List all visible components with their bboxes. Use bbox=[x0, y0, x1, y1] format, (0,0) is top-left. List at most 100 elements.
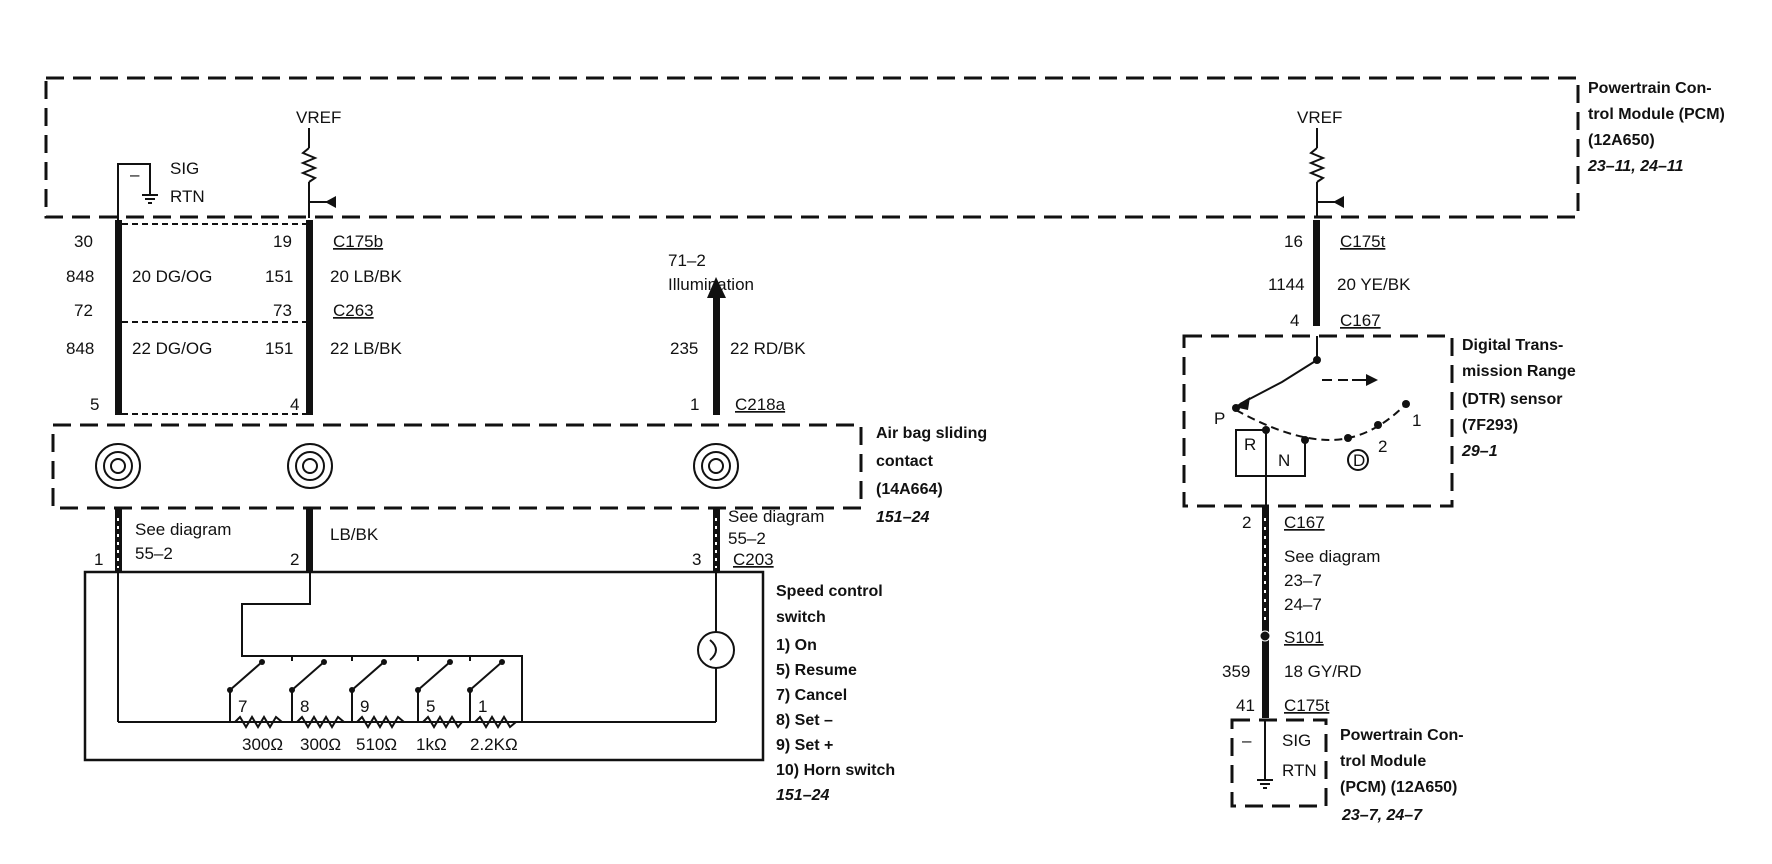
pin-73: 73 bbox=[273, 301, 292, 320]
speed-switch-title-1: Speed control bbox=[776, 583, 883, 600]
ckt-359: 359 bbox=[1222, 662, 1250, 681]
ckt-151-b: 151 bbox=[265, 339, 293, 358]
clockspring-3 bbox=[693, 443, 739, 489]
res-300b: 300Ω bbox=[300, 735, 341, 754]
sig-label-bottom: SIG bbox=[1282, 731, 1311, 750]
airbag-box bbox=[51, 423, 863, 510]
dtr-conn-c175t: C175t bbox=[1340, 232, 1386, 251]
switch-num-5: 5 bbox=[426, 697, 435, 716]
switch-num-1: 1 bbox=[478, 697, 487, 716]
wire-151-b: 22 LB/BK bbox=[330, 339, 402, 358]
dtr-pos-d: D bbox=[1353, 451, 1365, 470]
illum-label: Illumination bbox=[668, 275, 754, 294]
vref-left: VREF bbox=[296, 108, 341, 218]
dtr-pos-r: R bbox=[1244, 435, 1256, 454]
pcm-bottom-title-2: trol Module bbox=[1340, 753, 1426, 770]
speed-item-1: 1) On bbox=[776, 637, 817, 654]
sig-minus-top: – bbox=[130, 165, 140, 184]
speed-switch-title-2: switch bbox=[776, 609, 826, 626]
dtr-see-ref-2: 24–7 bbox=[1284, 595, 1322, 614]
ckt-1144: 1144 bbox=[1268, 275, 1305, 294]
lamp-symbol bbox=[697, 631, 735, 669]
wire-848-a: 20 DG/OG bbox=[132, 267, 212, 286]
speed-switch-ref: 151–24 bbox=[776, 787, 829, 804]
wire-1144-label: 20 YE/BK bbox=[1337, 275, 1411, 294]
illum-pin-1: 1 bbox=[690, 395, 699, 414]
pin-19: 19 bbox=[273, 232, 292, 251]
ckt-235: 235 bbox=[670, 339, 698, 358]
res-510: 510Ω bbox=[356, 735, 397, 754]
clockspring-1 bbox=[95, 443, 141, 489]
conn-c175b: C175b bbox=[333, 232, 383, 251]
ckt-848-b: 848 bbox=[66, 339, 94, 358]
switch-num-8: 8 bbox=[300, 697, 309, 716]
dtr-title-2: mission Range bbox=[1462, 363, 1576, 380]
airbag-title-2: contact bbox=[876, 453, 934, 470]
dtr-title-3: (DTR) sensor bbox=[1462, 391, 1562, 408]
speed-item-5: 5) Resume bbox=[776, 662, 857, 679]
vref-left-label: VREF bbox=[296, 108, 341, 127]
switch-num-7: 7 bbox=[238, 697, 247, 716]
dtr-see-ref-1: 23–7 bbox=[1284, 571, 1322, 590]
dtr-lower-pin-2: 2 bbox=[1242, 513, 1251, 532]
sig-label-top: SIG bbox=[170, 159, 199, 178]
dtr-title-4: (7F293) bbox=[1462, 417, 1518, 434]
dtr-pin-4: 4 bbox=[1290, 311, 1299, 330]
wire-848 bbox=[115, 220, 122, 415]
pcm-bottom-title-3: (PCM) (12A650) bbox=[1340, 779, 1457, 796]
c203-pin-3: 3 bbox=[692, 550, 701, 569]
res-2k2: 2.2KΩ bbox=[470, 735, 518, 754]
rtn-label-bottom: RTN bbox=[1282, 761, 1317, 780]
dtr-see-diagram: See diagram bbox=[1284, 547, 1380, 566]
dtr-title-1: Digital Trans- bbox=[1462, 337, 1563, 354]
dtr-lower-conn-c167: C167 bbox=[1284, 513, 1325, 532]
pcm-top-title-2: trol Module (PCM) bbox=[1588, 106, 1725, 123]
illum-ref: 71–2 bbox=[668, 251, 706, 270]
ckt-848-a: 848 bbox=[66, 267, 94, 286]
c203-pin-2: 2 bbox=[290, 550, 299, 569]
dtr-lower-pin-41: 41 bbox=[1236, 696, 1255, 715]
splice-s101 bbox=[1259, 630, 1271, 642]
res-1k: 1kΩ bbox=[416, 735, 447, 754]
wire-359-label: 18 GY/RD bbox=[1284, 662, 1361, 681]
wire-151 bbox=[306, 220, 313, 415]
pin-30: 30 bbox=[74, 232, 93, 251]
pcm-top-title-1: Powertrain Con- bbox=[1588, 80, 1712, 97]
conn-c218a: C218a bbox=[735, 395, 786, 414]
conn-c263: C263 bbox=[333, 301, 374, 320]
airbag-title-3: (14A664) bbox=[876, 481, 943, 498]
wire-airbag-2 bbox=[306, 508, 313, 572]
speed-item-8: 8) Set – bbox=[776, 712, 833, 729]
switch-blades bbox=[227, 659, 505, 693]
airbag-ref: 151–24 bbox=[876, 509, 929, 526]
dtr-conn-c167: C167 bbox=[1340, 311, 1381, 330]
splice-s101-label: S101 bbox=[1284, 628, 1324, 647]
pcm-bottom-title-1: Powertrain Con- bbox=[1340, 727, 1464, 744]
pcm-bottom-box bbox=[1230, 718, 1328, 808]
wire-235-label: 22 RD/BK bbox=[730, 339, 806, 358]
dtr-pos-p: P bbox=[1214, 409, 1225, 428]
pin-4: 4 bbox=[290, 395, 299, 414]
clockspring-2 bbox=[287, 443, 333, 489]
conn-c203: C203 bbox=[733, 550, 774, 569]
rtn-label-top: RTN bbox=[170, 187, 205, 206]
resistor-ladder bbox=[234, 715, 517, 729]
vref-right-label: VREF bbox=[1297, 108, 1342, 127]
wire-dtr-lower bbox=[1262, 506, 1269, 718]
wire-1144 bbox=[1313, 220, 1320, 326]
see-diagram-right: See diagram bbox=[728, 507, 824, 526]
speed-item-10: 10) Horn switch bbox=[776, 762, 895, 779]
wire-airbag-3 bbox=[713, 508, 720, 572]
see-diagram-left-ref: 55–2 bbox=[135, 544, 173, 563]
pcm-top-title-3: (12A650) bbox=[1588, 132, 1655, 149]
dtr-pos-1: 1 bbox=[1412, 411, 1421, 430]
pin-72: 72 bbox=[74, 301, 93, 320]
dtr-lower-conn-c175t: C175t bbox=[1284, 696, 1330, 715]
vref-right: VREF bbox=[1297, 108, 1344, 218]
wire-848-b: 22 DG/OG bbox=[132, 339, 212, 358]
speed-switch-box bbox=[83, 570, 765, 762]
dtr-ref: 29–1 bbox=[1461, 443, 1498, 460]
illumination-arrow bbox=[707, 277, 726, 298]
pcm-top-box bbox=[44, 76, 1580, 219]
